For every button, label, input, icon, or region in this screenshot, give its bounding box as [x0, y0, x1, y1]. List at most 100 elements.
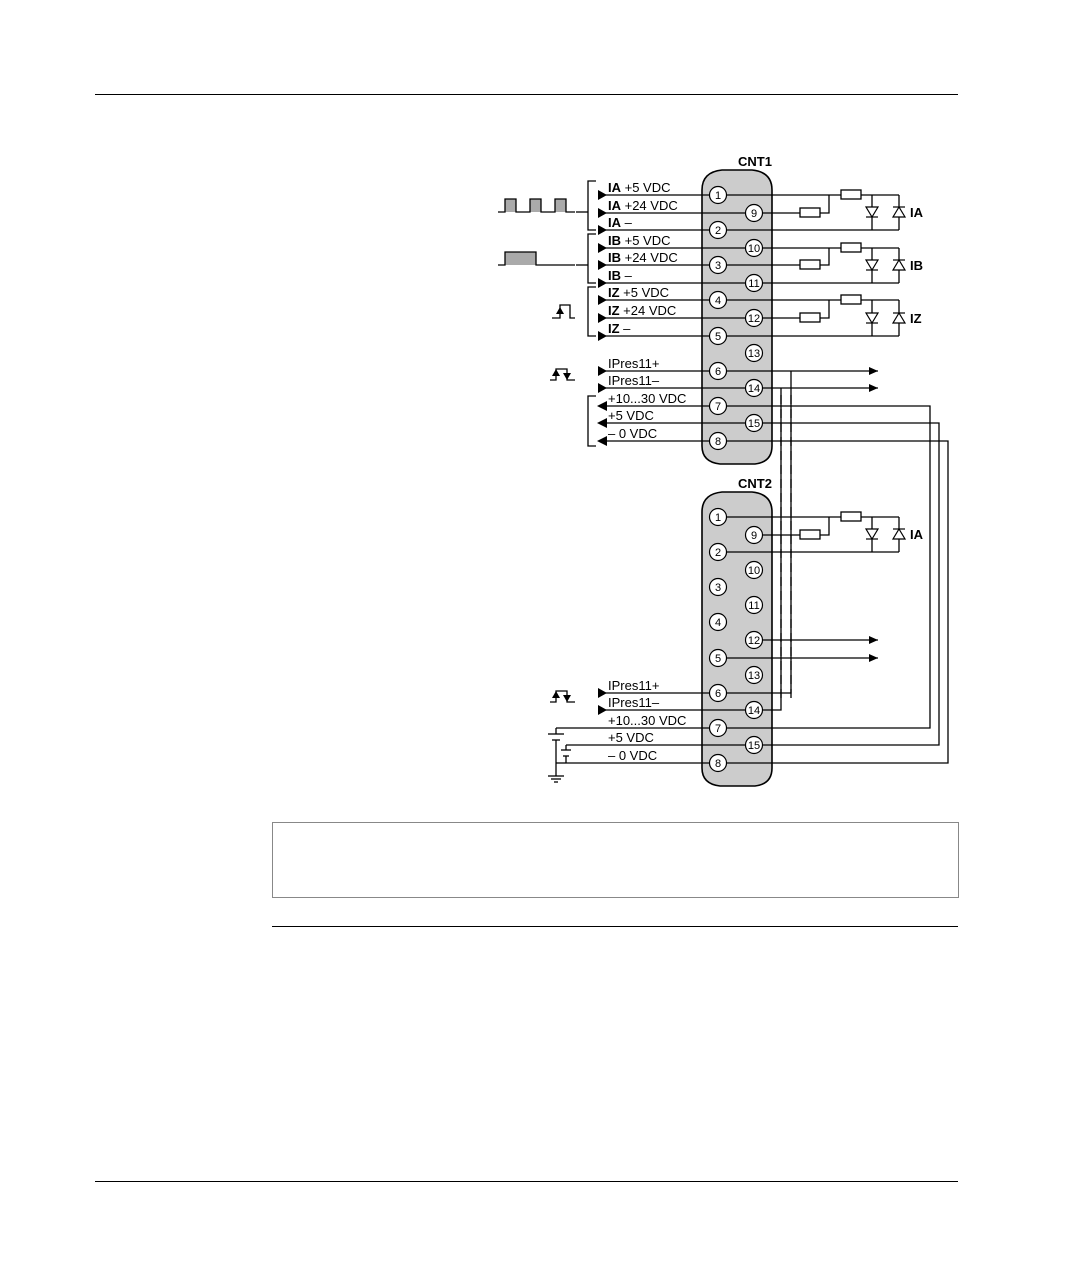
cnt2-pin-14: [744, 700, 764, 720]
cnt2-output-circuit: [727, 511, 900, 662]
section-rule: [272, 926, 958, 927]
cnt1-pin-8: [708, 431, 728, 451]
svg-text:IPres11–: IPres11–: [608, 695, 660, 710]
cnt1-signal-lines: [600, 194, 745, 442]
svg-text:2: 2: [715, 547, 721, 559]
cnt1-output-circuit: [727, 189, 900, 337]
svg-text:3: 3: [715, 582, 721, 594]
svg-text:3: 3: [715, 260, 721, 272]
svg-text:14: 14: [748, 705, 760, 717]
cnt1-pin-11: [744, 273, 764, 293]
svg-text:13: 13: [748, 348, 760, 360]
svg-text:IA –: IA –: [608, 215, 633, 230]
svg-text:4: 4: [715, 295, 721, 307]
svg-text:IPres11+: IPres11+: [608, 678, 659, 693]
single-pulse-icon: [498, 251, 575, 266]
cnt2-pin-13: [744, 665, 764, 685]
svg-text:IA +5 VDC: IA +5 VDC: [608, 180, 671, 195]
cnt1-output-iz: IZ: [910, 311, 922, 326]
group-brackets: [576, 180, 596, 447]
svg-text:+10...30 VDC: +10...30 VDC: [608, 713, 686, 728]
cnt2-pin-5: [708, 648, 728, 668]
svg-text:10: 10: [748, 565, 760, 577]
cnt1-pin-1: [708, 185, 728, 205]
svg-text:6: 6: [715, 366, 721, 378]
cnt2-signal-lines: [556, 692, 745, 764]
svg-text:14: 14: [748, 383, 760, 395]
pulse-train-icon: [498, 198, 575, 213]
svg-text:IPres11+: IPres11+: [608, 356, 659, 371]
svg-text:12: 12: [748, 313, 760, 325]
cnt1-pin-12: [744, 308, 764, 328]
cnt1-pin-2: [708, 220, 728, 240]
svg-text:+5 VDC: +5 VDC: [608, 408, 654, 423]
cnt1-pin-3: [708, 255, 728, 275]
svg-text:IB +5 VDC: IB +5 VDC: [608, 233, 671, 248]
cnt1-output-ib: IB: [910, 258, 923, 273]
index-pulse-icon: [552, 304, 575, 319]
svg-text:12: 12: [748, 635, 760, 647]
cnt2-output-ia: IA: [910, 527, 924, 542]
power-supply-ground-icon: [548, 728, 571, 783]
cnt2-pin-10: [744, 560, 764, 580]
cnt2-pin-6: [708, 683, 728, 703]
cnt2-signal-labels: IPres11+ IPres11– +10...30 VDC +5 VDC – …: [608, 678, 686, 763]
footer-rule: [95, 1181, 958, 1182]
svg-text:– 0 VDC: – 0 VDC: [608, 426, 657, 441]
cnt2-diode-icons: [864, 527, 907, 541]
capture-pulse-icon: [550, 368, 575, 381]
cnt1-pin-10: [744, 238, 764, 258]
cnt1-pin-13: [744, 343, 764, 363]
cnt1-pin-7: [708, 396, 728, 416]
cnt2-input-arrows: [598, 688, 607, 715]
svg-text:11: 11: [748, 600, 759, 612]
cnt1-input-arrows: [597, 190, 607, 446]
cnt1-pin-6: [708, 361, 728, 381]
svg-text:IA +24 VDC: IA +24 VDC: [608, 198, 678, 213]
svg-text:9: 9: [751, 208, 757, 220]
svg-text:IB +24 VDC: IB +24 VDC: [608, 250, 678, 265]
svg-text:– 0 VDC: – 0 VDC: [608, 748, 657, 763]
cnt1-output-ia: IA: [910, 205, 924, 220]
cnt2-pin-2: [708, 542, 728, 562]
cnt1-pins: 1 9 2 10 3 11 4 12 5 13 6 14 7 15 8: [708, 185, 764, 451]
cnt2-pin-15: [744, 735, 764, 755]
svg-text:+10...30 VDC: +10...30 VDC: [608, 391, 686, 406]
svg-text:2: 2: [715, 225, 721, 237]
cnt2-pin-7: [708, 718, 728, 738]
cnt2-pins: 1 9 2 10 3 11 4 12 5 13 6 14 7 15 8: [708, 507, 764, 773]
svg-text:15: 15: [748, 418, 760, 430]
svg-text:8: 8: [715, 758, 721, 770]
cnt1-pin-5: [708, 326, 728, 346]
cable-shield-lines: [780, 395, 792, 700]
svg-text:10: 10: [748, 243, 760, 255]
svg-text:8: 8: [715, 436, 721, 448]
cnt1-pin-14: [744, 378, 764, 398]
header-rule: [95, 94, 958, 95]
svg-text:5: 5: [715, 653, 721, 665]
svg-text:IZ –: IZ –: [608, 321, 631, 336]
svg-text:11: 11: [748, 278, 759, 290]
note-box: [272, 822, 959, 898]
svg-text:7: 7: [715, 723, 721, 735]
svg-text:9: 9: [751, 530, 757, 542]
capture-pulse-icon-2: [550, 690, 575, 703]
cnt2-pin-4: [708, 612, 728, 632]
svg-text:1: 1: [715, 190, 721, 202]
svg-text:IPres11–: IPres11–: [608, 373, 660, 388]
svg-text:5: 5: [715, 331, 721, 343]
cnt1-title: CNT1: [738, 154, 772, 169]
cnt2-pin-11: [744, 595, 764, 615]
cnt2-title: CNT2: [738, 476, 772, 491]
svg-text:13: 13: [748, 670, 760, 682]
svg-text:1: 1: [715, 512, 721, 524]
svg-text:4: 4: [715, 617, 721, 629]
cnt2-pin-8: [708, 753, 728, 773]
cnt1-signal-labels: IA +5 VDC IA +24 VDC IA – IB +5 VDC IB +…: [608, 180, 686, 441]
cnt2-pin-1: [708, 507, 728, 527]
svg-text:15: 15: [748, 740, 760, 752]
svg-text:IZ +24 VDC: IZ +24 VDC: [608, 303, 676, 318]
svg-text:IZ +5 VDC: IZ +5 VDC: [608, 285, 669, 300]
cnt1-pin-15: [744, 413, 764, 433]
